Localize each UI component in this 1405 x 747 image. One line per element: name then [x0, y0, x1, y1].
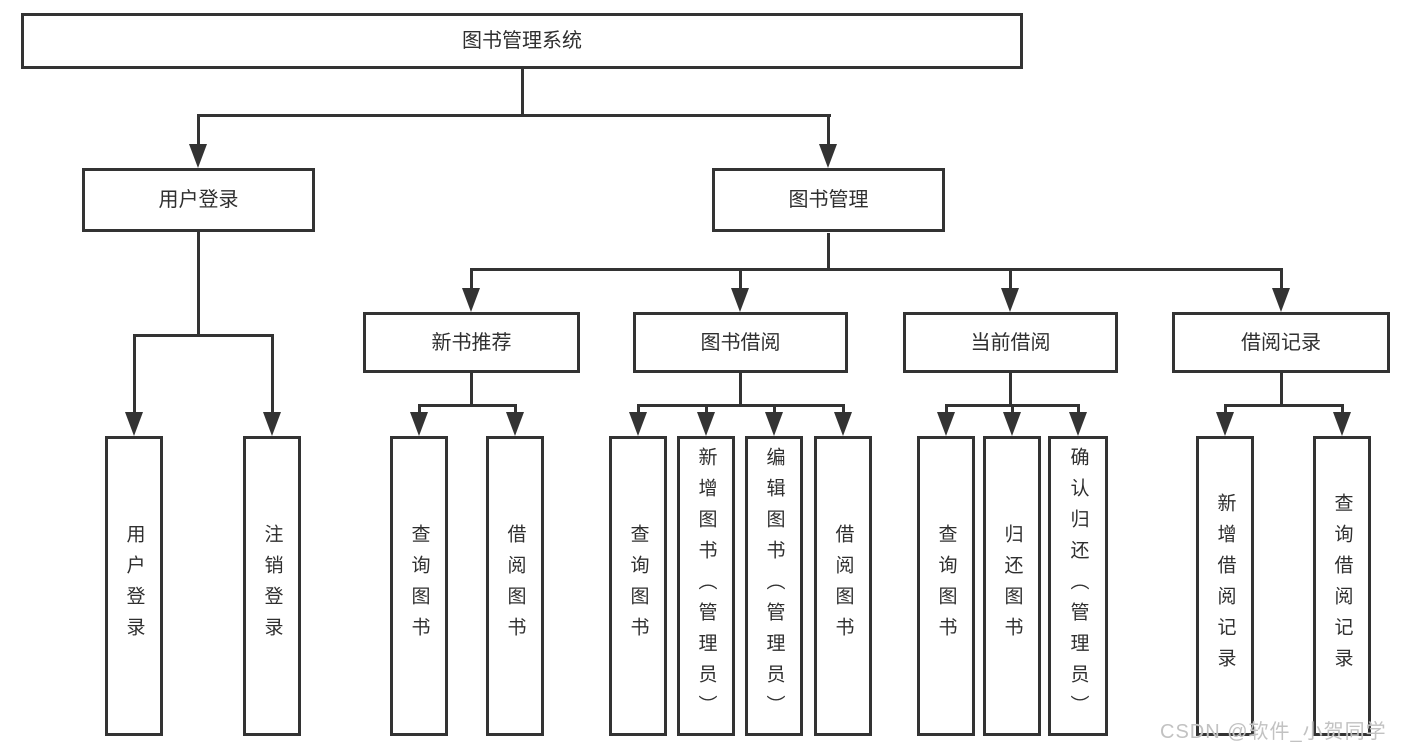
connector-groupA-rail [418, 404, 517, 407]
node-root-system: 图书管理系统 [21, 13, 1023, 69]
arrow-down-icon [765, 412, 783, 436]
connector-book-mgmt-feed [827, 233, 830, 271]
leaf-rec-borrow-book: 借阅图书 [486, 436, 544, 736]
leaf-label: 查询图书 [408, 524, 430, 648]
arrow-down-icon [125, 412, 143, 436]
connector-user-login-rail [133, 334, 274, 337]
connector-user-login-feed [197, 232, 200, 337]
leaf-cb-query-book: 查询图书 [917, 436, 975, 736]
arrow-down-icon [189, 144, 207, 168]
connector-shaft-login [133, 334, 136, 414]
leaf-cb-return-book: 归还图书 [983, 436, 1041, 736]
leaf-bb-edit-book-admin: 编辑图书（管理员） [745, 436, 803, 736]
connector-shaft [705, 404, 708, 416]
leaf-bb-add-book-admin: 新增图书（管理员） [677, 436, 735, 736]
leaf-label: 借阅图书 [832, 524, 854, 648]
arrow-down-icon [1003, 412, 1021, 436]
node-current-borrow: 当前借阅 [903, 312, 1118, 373]
connector-shaft [1077, 404, 1080, 416]
leaf-bb-query-book: 查询图书 [609, 436, 667, 736]
leaf-logout: 注销登录 [243, 436, 301, 736]
leaf-label: 新增图书（管理员） [695, 446, 717, 726]
connector-groupA-feed [470, 373, 473, 407]
connector-level3-rail [470, 268, 1282, 271]
arrow-down-icon [937, 412, 955, 436]
connector-shaft [637, 404, 640, 416]
leaf-label: 新增借阅记录 [1214, 493, 1236, 679]
leaf-user-login: 用户登录 [105, 436, 163, 736]
leaf-bb-borrow-book: 借阅图书 [814, 436, 872, 736]
connector-shaft-book-borrow [739, 268, 742, 292]
connector-level2-rail [197, 114, 831, 117]
node-user-login: 用户登录 [82, 168, 315, 232]
leaf-label: 归还图书 [1001, 524, 1023, 648]
connector-groupD-rail [1224, 404, 1344, 407]
connector-groupC-feed [1009, 373, 1012, 407]
connector-shaft [1011, 404, 1014, 416]
arrow-down-icon [263, 412, 281, 436]
arrow-down-icon [410, 412, 428, 436]
connector-shaft [842, 404, 845, 416]
arrow-down-icon [506, 412, 524, 436]
connector-root-feed [521, 69, 524, 116]
connector-shaft [1224, 404, 1227, 416]
leaf-label: 查询图书 [627, 524, 649, 648]
leaf-label: 注销登录 [261, 524, 283, 648]
arrow-down-icon [629, 412, 647, 436]
connector-shaft-borrow-record [1280, 268, 1283, 292]
leaf-cb-confirm-return-admin: 确认归还（管理员） [1048, 436, 1108, 736]
arrow-down-icon [1216, 412, 1234, 436]
arrow-down-icon [1069, 412, 1087, 436]
connector-shaft-new-book [470, 268, 473, 292]
connector-shaft [773, 404, 776, 416]
connector-shaft [945, 404, 948, 416]
arrow-down-icon [731, 288, 749, 312]
arrow-down-icon [1333, 412, 1351, 436]
leaf-label: 确认归还（管理员） [1067, 446, 1089, 726]
node-new-book-recommend: 新书推荐 [363, 312, 580, 373]
connector-shaft-book-mgmt [827, 114, 830, 150]
node-book-borrow: 图书借阅 [633, 312, 848, 373]
arrow-down-icon [1272, 288, 1290, 312]
connector-groupB-feed [739, 373, 742, 407]
arrow-down-icon [462, 288, 480, 312]
connector-groupD-feed [1280, 373, 1283, 407]
leaf-label: 借阅图书 [504, 524, 526, 648]
arrow-down-icon [834, 412, 852, 436]
arrow-down-icon [1001, 288, 1019, 312]
connector-shaft [418, 404, 421, 416]
connector-shaft [1341, 404, 1344, 416]
csdn-watermark: CSDN @软件_小贺同学 [1160, 721, 1387, 743]
leaf-label: 查询借阅记录 [1331, 493, 1353, 679]
leaf-label: 用户登录 [123, 524, 145, 648]
node-book-management: 图书管理 [712, 168, 945, 232]
connector-groupB-rail [637, 404, 845, 407]
arrow-down-icon [819, 144, 837, 168]
connector-shaft-logout [271, 334, 274, 414]
leaf-br-add-record: 新增借阅记录 [1196, 436, 1254, 736]
leaf-rec-query-book: 查询图书 [390, 436, 448, 736]
leaf-label: 编辑图书（管理员） [763, 446, 785, 726]
leaf-label: 查询图书 [935, 524, 957, 648]
leaf-br-query-record: 查询借阅记录 [1313, 436, 1371, 736]
connector-shaft [514, 404, 517, 416]
arrow-down-icon [697, 412, 715, 436]
connector-shaft-user-login [197, 114, 200, 150]
connector-shaft-current-borrow [1009, 268, 1012, 292]
node-borrow-record: 借阅记录 [1172, 312, 1390, 373]
